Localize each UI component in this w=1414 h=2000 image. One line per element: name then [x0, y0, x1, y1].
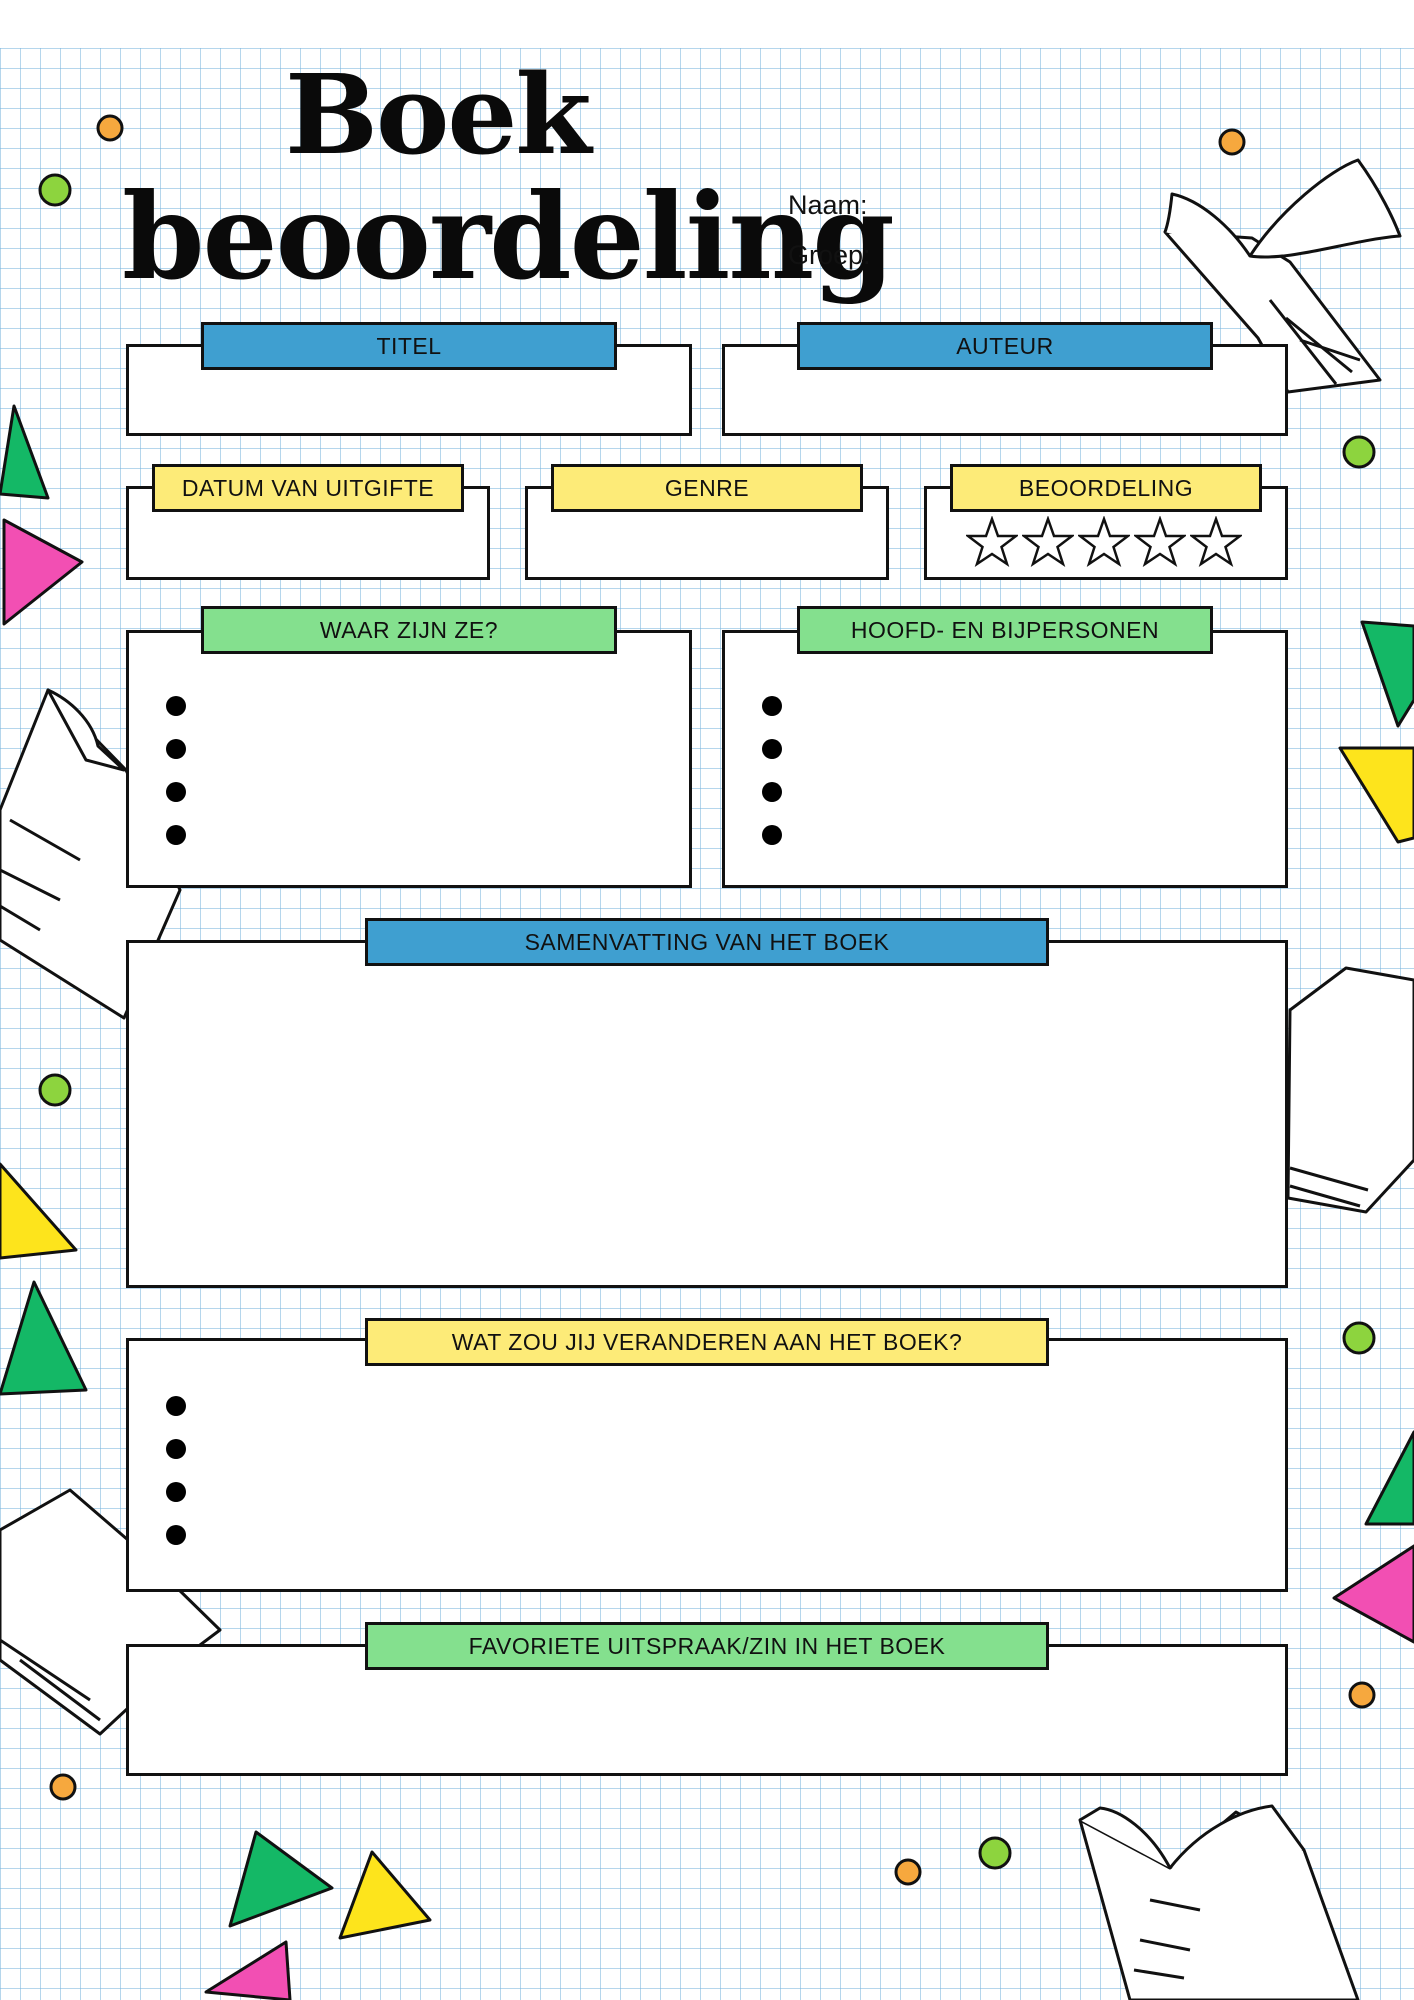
star-icon[interactable]: [1078, 516, 1130, 568]
bullet-icon: [166, 696, 186, 716]
waar-field[interactable]: [126, 630, 692, 888]
veranderen-field[interactable]: [126, 1338, 1288, 1592]
beoordeling-label: BEOORDELING: [950, 464, 1262, 512]
star-icon[interactable]: [1134, 516, 1186, 568]
bullet-icon: [166, 1525, 186, 1545]
personen-field[interactable]: [722, 630, 1288, 888]
bullet-icon: [166, 1439, 186, 1459]
bullet-icon: [762, 825, 782, 845]
star-icon[interactable]: [966, 516, 1018, 568]
bullet-icon: [762, 739, 782, 759]
veranderen-bullet-list: [166, 1396, 186, 1568]
bullet-icon: [166, 1482, 186, 1502]
page-title-line2: beoordeling: [122, 167, 895, 306]
waar-bullet-list: [166, 696, 186, 868]
star-icon[interactable]: [1190, 516, 1242, 568]
bullet-icon: [762, 696, 782, 716]
samenvatting-label: SAMENVATTING VAN HET BOEK: [365, 918, 1049, 966]
bullet-icon: [166, 739, 186, 759]
auteur-label: AUTEUR: [797, 322, 1213, 370]
titel-label: TITEL: [201, 322, 617, 370]
star-icon[interactable]: [1022, 516, 1074, 568]
veranderen-label: WAT ZOU JIJ VERANDEREN AAN HET BOEK?: [365, 1318, 1049, 1366]
page-title-line1: Boek: [285, 50, 592, 179]
uitspraak-label: FAVORIETE UITSPRAAK/ZIN IN HET BOEK: [365, 1622, 1049, 1670]
bullet-icon: [166, 782, 186, 802]
personen-bullet-list: [762, 696, 782, 868]
samenvatting-field[interactable]: [126, 940, 1288, 1288]
bullet-icon: [166, 825, 186, 845]
bullet-icon: [166, 1396, 186, 1416]
bullet-icon: [762, 782, 782, 802]
waar-label: WAAR ZIJN ZE?: [201, 606, 617, 654]
datum-label: DATUM VAN UITGIFTE: [152, 464, 464, 512]
personen-label: HOOFD- EN BIJPERSONEN: [797, 606, 1213, 654]
groep-label: Groep:: [788, 240, 871, 270]
star-rating[interactable]: [966, 516, 1242, 568]
genre-label: GENRE: [551, 464, 863, 512]
naam-label: Naam:: [788, 190, 868, 220]
